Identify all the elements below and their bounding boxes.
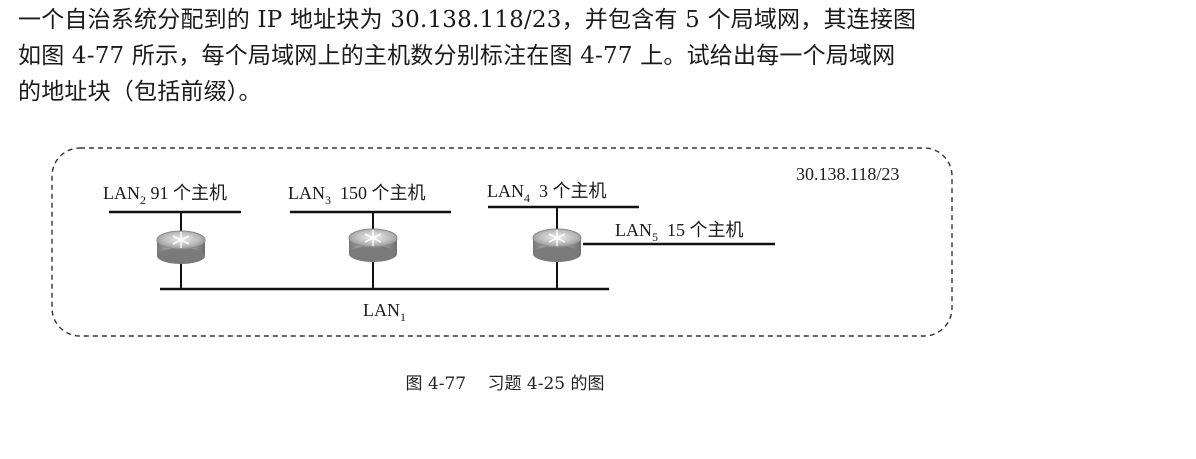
lan3-label: LAN3 150 个主机	[288, 183, 426, 207]
problem-line-2: 如图 4-77 所示，每个局域网上的主机数分别标注在图 4-77 上。试给出每一…	[18, 43, 896, 69]
router-icon	[156, 230, 206, 265]
router-icon	[532, 228, 582, 263]
lan4-label: LAN4 3 个主机	[487, 181, 607, 205]
problem-line-3: 的地址块（包括前缀）。	[18, 79, 262, 105]
lan2-label: LAN2 91 个主机	[103, 183, 227, 207]
problem-statement: 一个自治系统分配到的 IP 地址块为 30.138.118/23，并包含有 5 …	[18, 2, 1183, 110]
as-boundary	[51, 147, 953, 337]
lan5-label: LAN5 15 个主机	[615, 220, 744, 244]
router-icon	[348, 228, 398, 263]
figure-caption: 图 4-77 习题 4-25 的图	[0, 369, 1010, 394]
caption-number: 图 4-77	[405, 374, 467, 394]
problem-line-1: 一个自治系统分配到的 IP 地址块为 30.138.118/23，并包含有 5 …	[18, 7, 917, 33]
as-block-label: 30.138.118/23	[796, 164, 899, 184]
caption-title: 习题 4-25 的图	[487, 374, 605, 394]
lan1-label: LAN1	[363, 300, 406, 324]
